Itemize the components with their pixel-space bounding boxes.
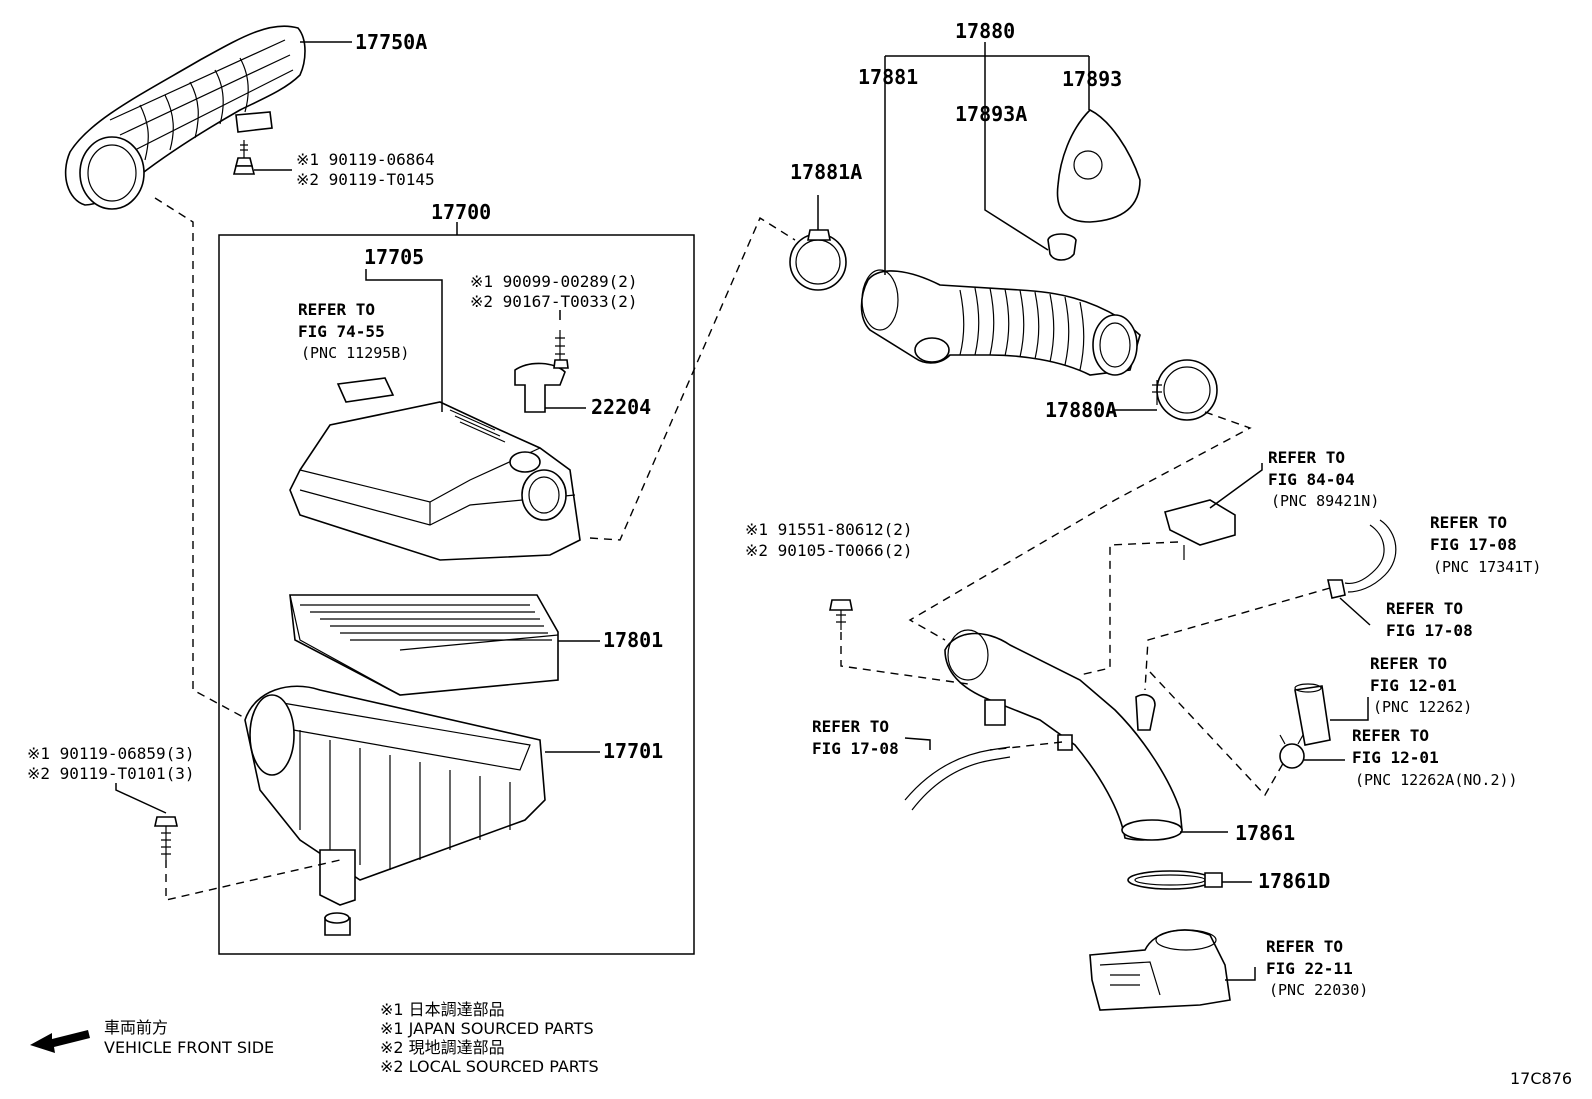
sensor-84-04-drawing bbox=[1164, 499, 1236, 560]
svg-text:FIG 84-04: FIG 84-04 bbox=[1268, 470, 1355, 489]
reference-fig-17-08-clamp[interactable]: REFER TO FIG 17-08 bbox=[1386, 599, 1473, 640]
svg-text:※1 日本調達部品: ※1 日本調達部品 bbox=[380, 1000, 505, 1019]
svg-text:REFER TO: REFER TO bbox=[1266, 937, 1343, 956]
svg-text:FIG 17-08: FIG 17-08 bbox=[1430, 535, 1517, 554]
svg-text:REFER TO: REFER TO bbox=[1386, 599, 1463, 618]
svg-text:FIG 17-08: FIG 17-08 bbox=[812, 739, 899, 758]
part-17893-label: 17893 bbox=[1062, 67, 1122, 91]
svg-text:(PNC 17341T): (PNC 17341T) bbox=[1433, 558, 1541, 576]
air-filter-element-drawing bbox=[289, 594, 559, 696]
svg-text:※2 LOCAL SOURCED PARTS: ※2 LOCAL SOURCED PARTS bbox=[380, 1057, 599, 1076]
part-17750A-label: 17750A bbox=[355, 30, 427, 54]
fastener-label: ※1 90119-06864 bbox=[296, 150, 435, 169]
svg-text:(PNC 22030): (PNC 22030) bbox=[1269, 981, 1368, 999]
part-17880-label: 17880 bbox=[955, 19, 1015, 43]
reference-fig-17-08-pipe-hose[interactable]: REFER TO FIG 17-08 bbox=[812, 717, 899, 758]
svg-text:FIG 17-08: FIG 17-08 bbox=[1386, 621, 1473, 640]
svg-text:FIG 12-01: FIG 12-01 bbox=[1370, 676, 1457, 695]
svg-text:REFER TO: REFER TO bbox=[298, 300, 375, 319]
svg-text:車両前方: 車両前方 bbox=[104, 1018, 168, 1037]
fastener-label: ※2 90119-T0101(3) bbox=[27, 764, 195, 783]
intake-inlet-drawing bbox=[64, 25, 306, 210]
part-17701-label: 17701 bbox=[603, 739, 663, 763]
svg-text:(PNC 11295B): (PNC 11295B) bbox=[301, 344, 409, 362]
svg-text:FIG 74-55: FIG 74-55 bbox=[298, 322, 385, 341]
fastener-label: ※1 91551-80612(2) bbox=[745, 520, 913, 539]
pipe-bolt-drawing bbox=[829, 599, 853, 630]
hose-clamp-17881A-drawing bbox=[789, 229, 847, 291]
reference-fig-74-55[interactable]: REFER TO FIG 74-55 (PNC 11295B) bbox=[298, 300, 409, 362]
part-17861-label: 17861 bbox=[1235, 821, 1295, 845]
svg-text:REFER TO: REFER TO bbox=[1430, 513, 1507, 532]
air-cleaner-cap-drawing bbox=[289, 377, 581, 561]
front-arrow-icon bbox=[30, 1030, 90, 1053]
vehicle-front-indicator: 車両前方 VEHICLE FRONT SIDE bbox=[30, 1018, 274, 1057]
air-cleaner-case-drawing bbox=[244, 685, 546, 936]
intake-hose-drawing bbox=[860, 269, 1141, 376]
svg-text:VEHICLE FRONT SIDE: VEHICLE FRONT SIDE bbox=[104, 1038, 274, 1057]
part-17881A-label: 17881A bbox=[790, 160, 862, 184]
hose-17-08-drawing bbox=[904, 746, 1011, 811]
svg-text:(PNC 12262A(NO.2)): (PNC 12262A(NO.2)) bbox=[1355, 771, 1518, 789]
hose-17341T-drawing bbox=[1344, 519, 1397, 593]
bracket-bolt-drawing bbox=[154, 816, 178, 860]
reference-fig-84-04[interactable]: REFER TO FIG 84-04 (PNC 89421N) bbox=[1268, 448, 1379, 510]
svg-text:※1 JAPAN SOURCED PARTS: ※1 JAPAN SOURCED PARTS bbox=[380, 1019, 594, 1038]
part-17705-label: 17705 bbox=[364, 245, 424, 269]
fastener-label: ※2 90167-T0033(2) bbox=[470, 292, 638, 311]
part-17861D-label: 17861D bbox=[1258, 869, 1330, 893]
check-valve-12-01-drawing bbox=[1279, 734, 1305, 769]
svg-text:REFER TO: REFER TO bbox=[1352, 726, 1429, 745]
svg-text:REFER TO: REFER TO bbox=[1370, 654, 1447, 673]
svg-text:REFER TO: REFER TO bbox=[812, 717, 889, 736]
small-clamp-17-08-drawing bbox=[1327, 579, 1346, 599]
fastener-label: ※1 90099-00289(2) bbox=[470, 272, 638, 291]
air-pipe-drawing bbox=[944, 629, 1183, 841]
hose-clamp-17861D-drawing bbox=[1127, 870, 1223, 890]
leader-lines bbox=[115, 41, 1371, 981]
reference-fig-12-01-vsv[interactable]: REFER TO FIG 12-01 (PNC 12262) bbox=[1370, 654, 1472, 716]
figure-id: 17C876 bbox=[1510, 1069, 1572, 1088]
part-17893A-label: 17893A bbox=[955, 102, 1027, 126]
air-flow-sensor-drawing bbox=[514, 330, 569, 413]
part-17880A-label: 17880A bbox=[1045, 398, 1117, 422]
vsv-12-01-drawing bbox=[1294, 683, 1331, 746]
reference-fig-12-01-valve[interactable]: REFER TO FIG 12-01 (PNC 12262A(NO.2)) bbox=[1352, 726, 1518, 789]
reference-fig-17-08-hose[interactable]: REFER TO FIG 17-08 (PNC 17341T) bbox=[1430, 513, 1541, 576]
fastener-label: ※2 90119-T0145 bbox=[296, 170, 435, 189]
resonator-17893-drawing bbox=[1047, 109, 1141, 261]
part-17700-label: 17700 bbox=[431, 200, 491, 224]
svg-text:※2 現地調達部品: ※2 現地調達部品 bbox=[380, 1038, 505, 1057]
throttle-body-drawing bbox=[1089, 929, 1231, 1011]
sourcing-notes: ※1 日本調達部品 ※1 JAPAN SOURCED PARTS ※2 現地調達… bbox=[380, 1000, 599, 1076]
hose-clamp-17880A-drawing bbox=[1152, 359, 1218, 421]
connection-lines bbox=[154, 197, 1331, 901]
part-22204-label: 22204 bbox=[591, 395, 651, 419]
reference-fig-22-11[interactable]: REFER TO FIG 22-11 (PNC 22030) bbox=[1266, 937, 1368, 999]
svg-text:(PNC 89421N): (PNC 89421N) bbox=[1271, 492, 1379, 510]
svg-text:FIG 22-11: FIG 22-11 bbox=[1266, 959, 1353, 978]
part-17881-label: 17881 bbox=[858, 65, 918, 89]
part-17801-label: 17801 bbox=[603, 628, 663, 652]
svg-text:FIG 12-01: FIG 12-01 bbox=[1352, 748, 1439, 767]
fastener-label: ※1 90119-06859(3) bbox=[27, 744, 195, 763]
svg-text:(PNC 12262): (PNC 12262) bbox=[1373, 698, 1472, 716]
fastener-label: ※2 90105-T0066(2) bbox=[745, 541, 913, 560]
svg-text:REFER TO: REFER TO bbox=[1268, 448, 1345, 467]
